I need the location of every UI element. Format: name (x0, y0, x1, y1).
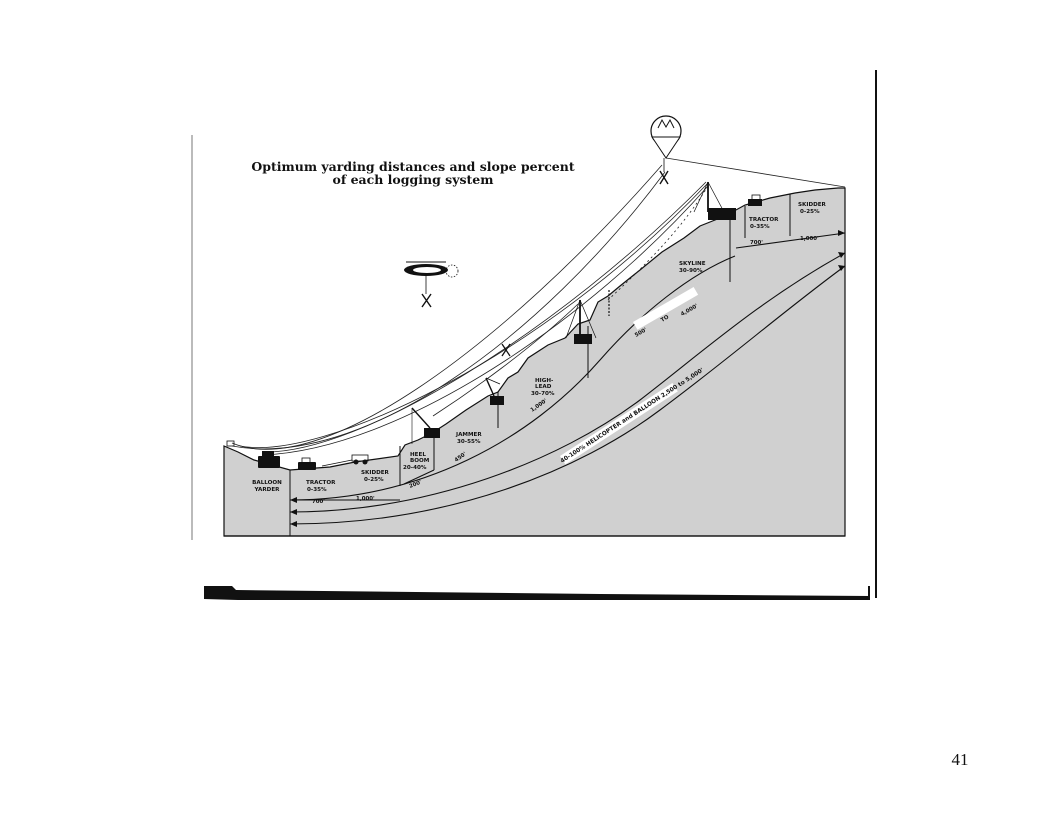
heel-boom-machine (411, 407, 440, 444)
label-high-lead-slope: 30-70% (531, 391, 555, 397)
label-skidder-right: SKIDDER (798, 202, 827, 208)
dist-skidder-right: 1,000' (800, 236, 819, 242)
dist-heel-boom: 200' (409, 479, 424, 490)
label-heel-boom: HEEL (410, 452, 426, 458)
label-jammer: JAMMER (455, 432, 482, 438)
label-skidder-right-slope: 0-25% (800, 209, 820, 215)
label-skyline-slope: 30-90% (679, 268, 703, 274)
helicopter-icon (404, 261, 459, 308)
system-labels: BALLOON YARDER TRACTOR 0-35% SKIDDER 0-2… (252, 202, 826, 493)
dimension-arrowheads (290, 230, 845, 527)
page-number: 41 (951, 750, 969, 769)
label-jammer-slope: 30-55% (457, 439, 481, 445)
label-skidder-left-slope: 0-25% (364, 477, 384, 483)
cable-lines (231, 157, 846, 456)
label-balloon-yarder: BALLOON (252, 480, 282, 486)
dist-tractor-right: 700' (750, 240, 763, 246)
dist-tractor-left: 700' (312, 499, 325, 505)
dist-skyline-to-word: TO (660, 314, 671, 324)
skidder-machine-left (321, 454, 369, 467)
dimension-curves (289, 232, 846, 525)
label-skyline: SKYLINE (679, 261, 706, 267)
balloon-icon (650, 115, 682, 185)
balloon-yarder-machine (226, 440, 280, 468)
label-skidder-left: SKIDDER (361, 470, 390, 476)
high-lead-tower (565, 290, 610, 344)
figure-title-line1: Optimum yarding distances and slope perc… (251, 159, 574, 174)
tractor-machine-right (748, 194, 762, 206)
figure-title-line2: of each logging system (333, 172, 494, 187)
zone-dividers (289, 194, 791, 536)
label-balloon-yarder-2: YARDER (254, 487, 281, 493)
label-tractor-left-slope: 0-35% (307, 487, 327, 493)
dist-skidder-left: 1,000' (356, 496, 375, 502)
label-heel-boom-2: BOOM (410, 458, 430, 464)
skyline-tower (693, 181, 736, 220)
label-heel-boom-slope: 20-40% (403, 465, 427, 471)
dist-skyline-from: 500' (634, 327, 648, 339)
label-high-lead-2: LEAD (535, 384, 552, 390)
label-high-lead: HIGH- (535, 378, 554, 384)
label-tractor-right-slope: 0-35% (750, 224, 770, 230)
jammer-machine (485, 343, 511, 405)
label-tractor-right: TRACTOR (749, 217, 779, 223)
label-tractor-left: TRACTOR (306, 480, 336, 486)
page-bottom-edge (204, 586, 870, 600)
tractor-machine-left (298, 457, 316, 470)
